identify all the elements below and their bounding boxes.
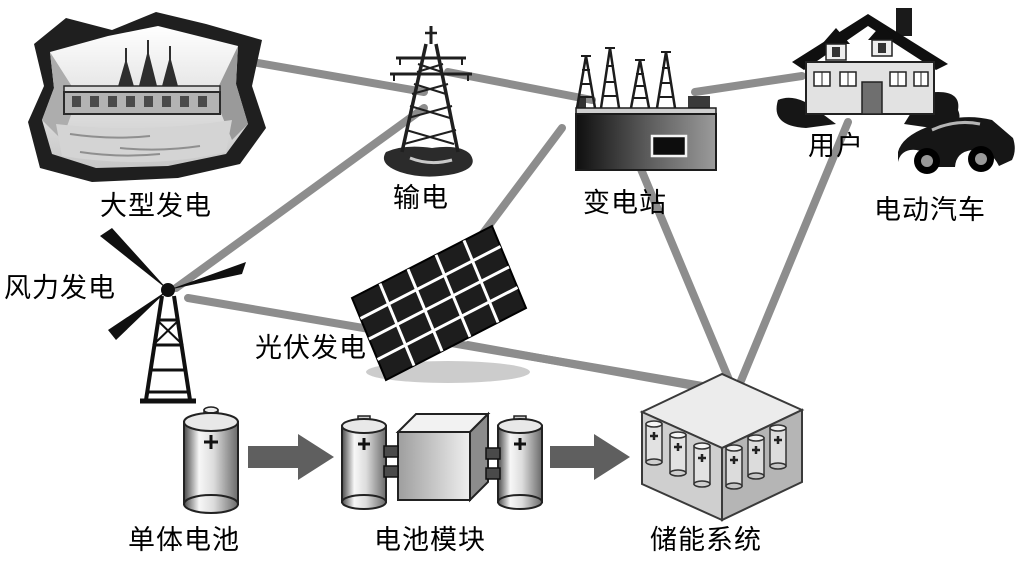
line-transmission-substation — [444, 68, 596, 104]
wind-turbine-icon — [100, 228, 246, 404]
line-substation-pv — [474, 124, 566, 244]
label-electric-vehicle: 电动汽车 — [874, 195, 986, 225]
battery-module-icon — [341, 411, 543, 510]
plus-mark — [204, 435, 218, 449]
dam-water — [56, 120, 232, 163]
single-battery-icon — [183, 406, 239, 514]
module-left-battery — [341, 415, 387, 510]
solar-panel-icon — [350, 224, 530, 383]
users-house-icon — [776, 8, 960, 128]
blade — [100, 228, 168, 290]
substation-window — [650, 134, 688, 158]
flow-arrow — [550, 434, 630, 480]
label-users: 用户 — [808, 131, 864, 161]
module-right-battery — [497, 415, 543, 510]
label-pv-power: 光伏发电 — [255, 333, 367, 363]
label-wind-power: 风力发电 — [4, 273, 116, 303]
label-substation: 变电站 — [583, 188, 667, 218]
label-battery-module: 电池模块 — [374, 525, 486, 555]
storage-system-icon — [639, 372, 805, 522]
line-hydro-transmission — [248, 58, 428, 96]
line-substation-storage — [634, 158, 734, 386]
module-cube — [383, 411, 501, 503]
line-users-storage — [734, 118, 852, 392]
substation-icon — [575, 47, 717, 171]
hub — [161, 283, 175, 297]
hydro-plant-icon — [28, 12, 266, 182]
blade — [168, 262, 246, 290]
chimney — [896, 8, 912, 36]
label-hydro-plant: 大型发电 — [100, 191, 212, 221]
blade — [108, 290, 168, 340]
line-substation-users — [691, 72, 806, 96]
door — [861, 81, 883, 115]
line-transmission-wind — [172, 104, 428, 292]
dormers — [822, 24, 896, 61]
label-storage-system: 储能系统 — [650, 525, 762, 555]
label-single-cell: 单体电池 — [128, 525, 240, 555]
transmission-tower-icon — [383, 26, 473, 177]
battery-body — [183, 421, 239, 505]
label-transmission: 输电 — [393, 183, 449, 213]
flow-arrow — [248, 434, 334, 480]
line-pv-storage — [464, 341, 720, 394]
turbine-mast — [140, 295, 196, 404]
ev-car-icon — [898, 117, 1015, 174]
storage-batteries — [645, 420, 787, 490]
substation-building — [575, 113, 717, 171]
